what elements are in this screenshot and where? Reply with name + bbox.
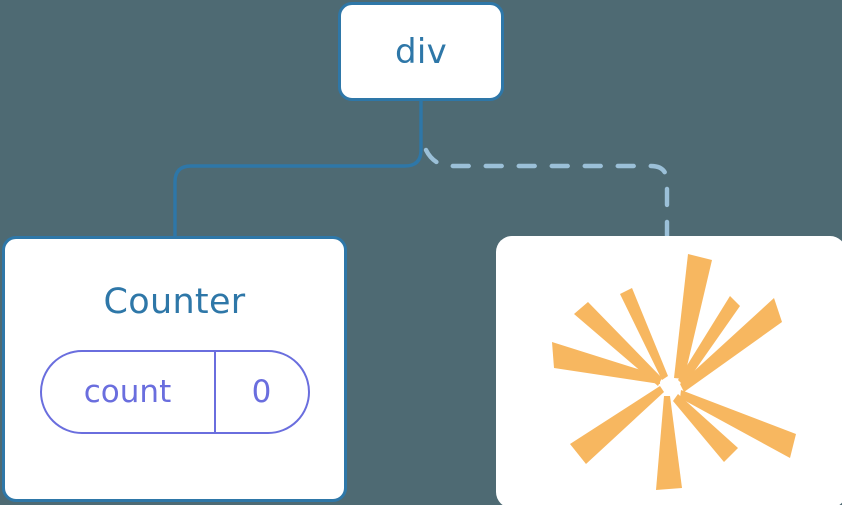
node-sparkle[interactable] xyxy=(496,236,842,505)
sparkle-ray xyxy=(656,396,682,490)
sparkle-ray xyxy=(620,288,668,380)
node-counter[interactable]: Counter count 0 xyxy=(2,236,347,502)
node-div-label: div xyxy=(394,31,448,72)
edge-div-to-counter xyxy=(173,99,423,240)
state-key: count xyxy=(83,373,172,410)
sparkle-ray xyxy=(570,386,664,464)
node-counter-label: Counter xyxy=(103,282,246,322)
sparkle-burst-icon xyxy=(552,254,796,490)
sparkle-ray xyxy=(674,254,712,379)
sparkle-ray xyxy=(678,296,740,386)
state-value: 0 xyxy=(213,352,308,432)
node-div[interactable]: div xyxy=(338,2,504,101)
edge-div-to-sparkle xyxy=(423,147,670,241)
state-pill-count[interactable]: count 0 xyxy=(39,350,310,434)
sparkle-ray xyxy=(680,298,782,392)
sparkle-ray xyxy=(552,342,660,384)
sparkle-ray xyxy=(680,390,796,458)
sparkle-ray xyxy=(574,302,662,386)
sparkle-ray xyxy=(673,394,738,462)
